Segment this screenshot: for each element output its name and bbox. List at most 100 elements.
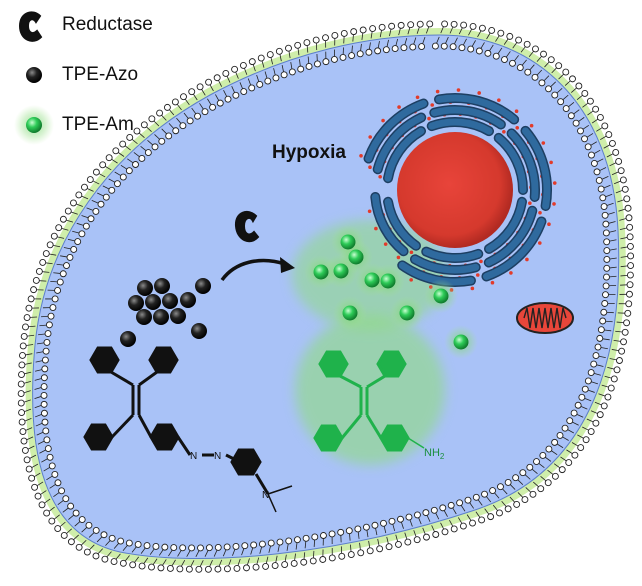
tpe-azo-sphere	[162, 293, 178, 309]
phospholipid	[388, 517, 402, 548]
ribosome	[381, 118, 385, 123]
phospholipid	[20, 427, 50, 445]
er-cisterna	[435, 94, 518, 124]
phospholipid	[567, 97, 594, 120]
phospholipid	[418, 20, 434, 50]
tpe-am-sphere	[364, 272, 380, 288]
phospholipid	[18, 365, 49, 378]
ribosome	[479, 259, 483, 264]
er-cisterna	[508, 129, 539, 201]
phospholipid	[285, 44, 296, 76]
phospholipid	[397, 515, 412, 546]
phospholipid	[391, 21, 405, 53]
ribosome	[396, 255, 401, 260]
phospholipid	[262, 539, 275, 570]
legend-tpe-azo-label: TPE-Azo	[62, 64, 139, 85]
ribosome	[383, 242, 388, 246]
phospholipid	[300, 534, 310, 566]
phospholipid	[22, 321, 53, 331]
phospholipid	[148, 543, 169, 571]
phospholipid	[185, 544, 204, 573]
ribosome	[367, 209, 372, 214]
phospholipid	[458, 22, 477, 52]
phospholipid	[322, 34, 330, 66]
phospholipid	[17, 374, 48, 388]
legend-tpe-am-icon	[26, 117, 42, 133]
tpe-am-particles	[304, 225, 478, 359]
phospholipid	[31, 470, 59, 491]
phospholipid	[354, 525, 365, 557]
phospholipid	[19, 347, 50, 359]
phospholipid	[590, 148, 620, 167]
phospholipid	[557, 82, 583, 106]
legend-reductase-label: Reductase	[62, 14, 153, 35]
phospholipid	[524, 50, 547, 76]
phospholipid	[23, 445, 52, 464]
er-cisterna	[485, 198, 526, 253]
tpe-azo-aggregate	[120, 278, 211, 347]
phospholipid	[205, 78, 224, 107]
endoplasmic-reticulum	[359, 88, 557, 292]
ribosome	[427, 116, 431, 121]
ribosome	[378, 175, 382, 179]
ribosome	[497, 98, 501, 102]
phospholipid	[32, 277, 64, 286]
tpe-azo-sphere	[180, 292, 196, 308]
phospholipid	[252, 540, 266, 571]
phospholipid	[20, 330, 52, 340]
phospholipid	[126, 133, 152, 157]
phospholipid	[581, 122, 609, 143]
phospholipid	[69, 199, 100, 215]
phospholipid	[119, 541, 142, 567]
ribosome	[415, 95, 420, 100]
phospholipid	[593, 158, 623, 176]
phospholipid	[562, 89, 589, 113]
tpe-am-sphere	[348, 249, 364, 265]
phospholipid	[602, 223, 634, 237]
ribosome	[359, 153, 363, 158]
phospholipid	[447, 501, 467, 530]
phospholipid	[382, 22, 396, 54]
ribosome	[409, 250, 414, 255]
tpe-azo-sphere	[120, 331, 136, 347]
phospholipid	[195, 544, 213, 573]
tpe-am-sphere	[433, 288, 449, 304]
phospholipid	[21, 436, 51, 454]
phospholipid	[577, 114, 604, 135]
ribosome	[547, 222, 551, 227]
reaction-arrow	[220, 257, 295, 282]
phospholipid	[456, 499, 476, 527]
phospholipid	[27, 295, 59, 303]
phospholipid	[538, 62, 563, 87]
phospholipid	[35, 267, 67, 278]
phospholipid	[539, 452, 566, 474]
er-cisterna	[422, 248, 482, 262]
phospholipid	[163, 103, 187, 130]
phospholipid	[156, 109, 180, 135]
phospholipid	[409, 20, 424, 51]
er-cisterna	[428, 118, 493, 135]
reductase-c-icon	[234, 210, 260, 243]
phospholipid	[509, 40, 531, 67]
tpe-am-sphere	[340, 234, 356, 250]
ribosome	[552, 202, 556, 206]
ribosome	[538, 241, 542, 245]
phospholipid	[319, 532, 327, 563]
phospholipid	[597, 176, 627, 193]
mitochondrion	[516, 302, 574, 334]
tpe-azo-sphere	[170, 308, 186, 324]
phospholipid	[239, 61, 256, 92]
phospholipid	[59, 215, 90, 230]
phospholipid	[25, 453, 54, 473]
phospholipid	[362, 523, 374, 555]
phospholipid	[592, 352, 623, 364]
dimethylamino-n: N	[262, 490, 269, 501]
phospholipid	[86, 176, 116, 194]
phospholipid	[337, 528, 346, 560]
phospholipid	[345, 527, 355, 559]
phospholipid	[512, 474, 537, 498]
phospholipid	[64, 207, 95, 223]
ribosome	[374, 226, 378, 231]
er-cisterna	[384, 198, 420, 250]
